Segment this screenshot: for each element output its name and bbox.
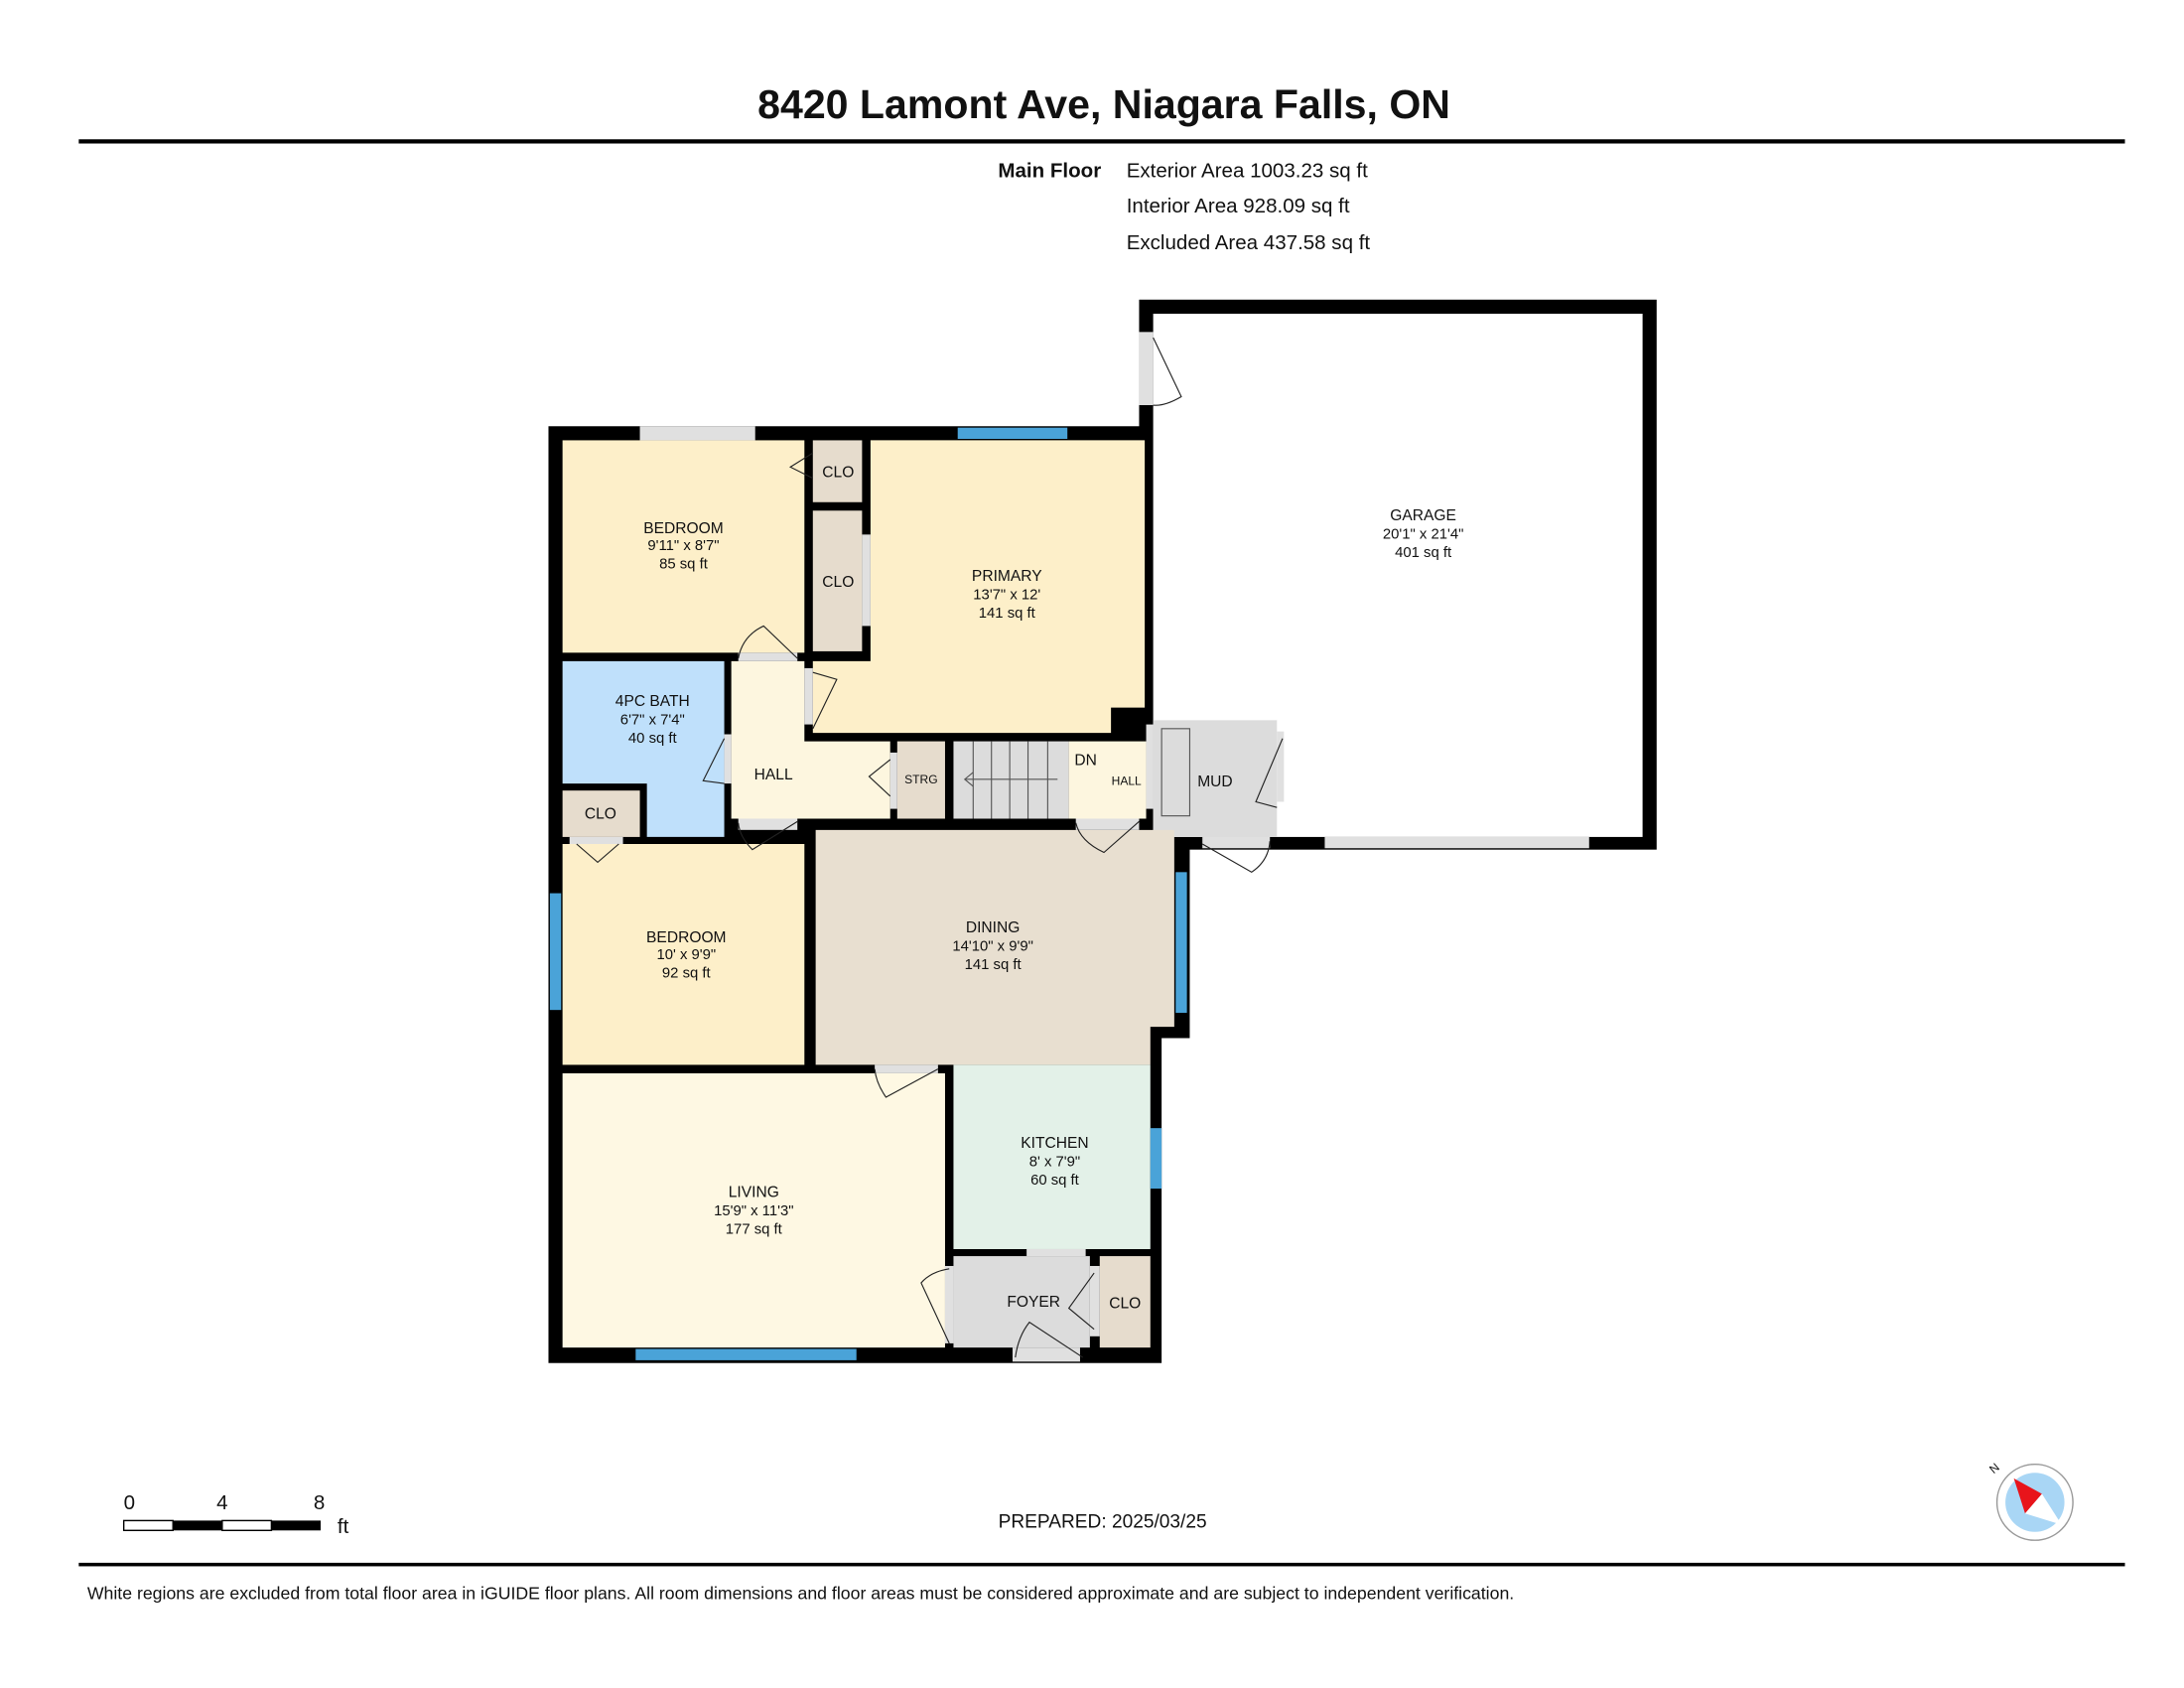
mud-room	[1153, 720, 1278, 837]
bath-room	[562, 660, 725, 837]
storage-label: STRG	[904, 773, 937, 786]
svg-text:6'7" x 7'4": 6'7" x 7'4"	[620, 713, 685, 729]
door-openings	[569, 332, 1589, 1362]
door-swings	[576, 337, 1284, 1358]
small-room-labels: CLO CLO CLO CLO HALL STRG DN HALL MUD FO…	[585, 464, 1233, 1312]
closet-3-label: CLO	[585, 806, 616, 823]
foyer-room	[953, 1256, 1090, 1348]
svg-text:DINING: DINING	[966, 919, 1021, 936]
closet-4-label: CLO	[1109, 1295, 1141, 1312]
svg-text:8' x 7'9": 8' x 7'9"	[1029, 1154, 1080, 1170]
room-label-bedroom-2: BEDROOM 10' x 9'9" 92 sq ft	[646, 929, 726, 981]
footer-rule	[78, 1562, 2125, 1567]
closet-4	[1099, 1256, 1151, 1348]
primary-room	[812, 440, 1146, 734]
svg-text:KITCHEN: KITCHEN	[1021, 1135, 1088, 1152]
stair-treads	[963, 741, 1058, 819]
header-rule	[78, 139, 2125, 144]
page-title: 8420 Lamont Ave, Niagara Falls, ON	[757, 81, 1450, 127]
room-label-garage: GARAGE 20'1" x 21'4" 401 sq ft	[1383, 507, 1464, 561]
svg-text:10' x 9'9": 10' x 9'9"	[656, 947, 716, 963]
svg-text:60 sq ft: 60 sq ft	[1030, 1173, 1080, 1189]
stairs-down-label: DN	[1074, 753, 1097, 770]
room-label-living: LIVING 15'9" x 11'3" 177 sq ft	[714, 1185, 793, 1238]
svg-text:13'7" x 12': 13'7" x 12'	[973, 588, 1040, 604]
room-label-bedroom-1: BEDROOM 9'11" x 8'7" 85 sq ft	[643, 520, 724, 572]
closet-3	[562, 790, 640, 837]
svg-text:ft: ft	[338, 1515, 349, 1538]
svg-text:40 sq ft: 40 sq ft	[628, 731, 678, 747]
svg-text:BEDROOM: BEDROOM	[646, 929, 726, 946]
closet-1	[812, 440, 863, 502]
hall-label: HALL	[754, 767, 793, 783]
living-room	[562, 1072, 945, 1348]
svg-text:0: 0	[124, 1491, 135, 1514]
disclaimer: White regions are excluded from total fl…	[87, 1584, 1514, 1604]
exterior-area: Exterior Area 1003.23 sq ft	[1127, 160, 1368, 183]
svg-text:9'11" x 8'7": 9'11" x 8'7"	[647, 538, 719, 554]
svg-text:15'9" x 11'3": 15'9" x 11'3"	[714, 1203, 793, 1219]
windows	[549, 427, 1187, 1360]
svg-text:BEDROOM: BEDROOM	[643, 520, 724, 537]
hall-2-label: HALL	[1112, 774, 1142, 788]
excluded-area: Excluded Area 437.58 sq ft	[1127, 231, 1371, 254]
prepared-date: PREPARED: 2025/03/25	[999, 1511, 1207, 1532]
room-label-kitchen: KITCHEN 8' x 7'9" 60 sq ft	[1021, 1135, 1088, 1189]
stairs	[953, 741, 1069, 819]
hall-2-room	[1068, 741, 1147, 819]
interior-area: Interior Area 928.09 sq ft	[1127, 195, 1350, 217]
closet-2-label: CLO	[822, 574, 854, 591]
svg-text:14'10" x 9'9": 14'10" x 9'9"	[952, 939, 1033, 955]
room-label-primary: PRIMARY 13'7" x 12' 141 sq ft	[972, 568, 1042, 622]
dining-room	[815, 829, 1174, 1065]
svg-text:4: 4	[216, 1491, 227, 1514]
mud-steps	[1160, 728, 1191, 817]
hall-room	[731, 660, 890, 819]
compass-icon: N	[1986, 1461, 2074, 1541]
foyer-label: FOYER	[1007, 1294, 1060, 1311]
closet-1-label: CLO	[822, 464, 854, 481]
svg-text:N: N	[1986, 1461, 2002, 1477]
bedroom-2-room	[562, 844, 805, 1065]
closet-2	[812, 510, 863, 651]
svg-text:401 sq ft: 401 sq ft	[1395, 545, 1452, 561]
svg-text:PRIMARY: PRIMARY	[972, 568, 1042, 585]
svg-text:85 sq ft: 85 sq ft	[659, 556, 709, 572]
scale-bar: 0 4 8 ft	[122, 1491, 349, 1538]
svg-text:GARAGE: GARAGE	[1390, 507, 1456, 524]
floor-name: Main Floor	[998, 160, 1101, 183]
room-label-bath: 4PC BATH 6'7" x 7'4" 40 sq ft	[615, 693, 690, 747]
svg-text:141 sq ft: 141 sq ft	[965, 957, 1023, 973]
svg-text:141 sq ft: 141 sq ft	[979, 606, 1036, 622]
mud-label: MUD	[1197, 774, 1232, 790]
svg-text:LIVING: LIVING	[729, 1185, 779, 1201]
svg-text:20'1" x 21'4": 20'1" x 21'4"	[1383, 527, 1464, 543]
bedroom-1-room	[562, 440, 805, 653]
room-label-dining: DINING 14'10" x 9'9" 141 sq ft	[952, 919, 1033, 973]
svg-text:177 sq ft: 177 sq ft	[726, 1221, 783, 1237]
storage-room	[896, 741, 945, 819]
svg-text:8: 8	[314, 1491, 325, 1514]
svg-text:92 sq ft: 92 sq ft	[662, 966, 712, 982]
kitchen-room	[953, 1064, 1151, 1249]
svg-text:4PC BATH: 4PC BATH	[615, 693, 690, 710]
